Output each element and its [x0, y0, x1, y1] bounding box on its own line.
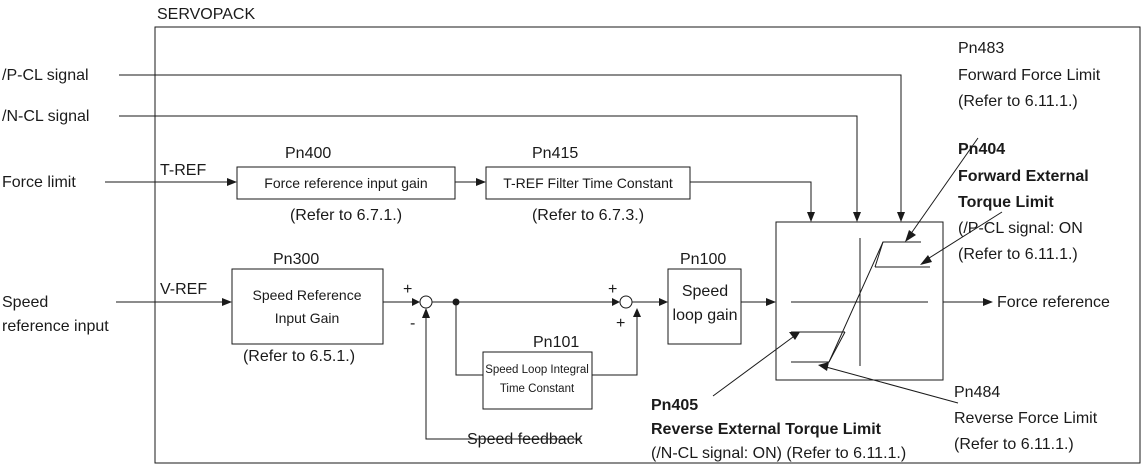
pn400-ref: (Refer to 6.7.1.) — [290, 207, 402, 224]
pn300-param: Pn300 — [273, 251, 319, 268]
pn101-line2: Time Constant — [500, 383, 575, 395]
pn100-block — [667, 268, 742, 345]
pn400-label: Force reference input gain — [264, 175, 427, 191]
pn400-param: Pn400 — [285, 145, 331, 162]
force-limit-arrowhead — [227, 178, 237, 186]
pn300-block — [231, 268, 384, 345]
speed-feedback-line — [425, 318, 581, 440]
ncl-signal-line — [119, 115, 858, 214]
limiter-link-upper — [874, 241, 884, 268]
speed-input-arrowhead — [222, 298, 232, 306]
sum1-plus: + — [403, 281, 412, 298]
pn483-line2: (Refer to 6.11.1.) — [958, 93, 1078, 110]
pn405-line1: Reverse External Torque Limit — [651, 421, 882, 438]
pn100-param: Pn100 — [680, 251, 726, 268]
pcl-signal-label: /P-CL signal — [2, 67, 89, 84]
pn101-param: Pn101 — [533, 334, 579, 351]
pn484-pointer-arrowhead — [818, 362, 829, 371]
pn405-line2: (/N-CL signal: ON) (Refer to 6.11.1.) — [651, 445, 906, 462]
pn101-block — [482, 351, 593, 410]
tref-label: T-REF — [160, 162, 206, 179]
sum2-plus-top: + — [608, 281, 617, 298]
pn483-line1: Forward Force Limit — [958, 67, 1101, 84]
pn484-line1: Reverse Force Limit — [954, 410, 1098, 427]
summing-junction-2 — [619, 295, 633, 309]
pn101-to-sum2-line — [592, 316, 638, 376]
pn483-param: Pn483 — [958, 40, 1004, 57]
pn404-pointer — [925, 211, 1003, 261]
pn300-ref: (Refer to 6.5.1.) — [243, 348, 355, 365]
pn484-param: Pn484 — [954, 384, 1000, 401]
pn300-line2: Input Gain — [275, 310, 340, 326]
pn100-line1: Speed — [682, 283, 728, 300]
limiter-characteristic-outer — [791, 241, 921, 363]
summing-junction-1 — [419, 295, 433, 309]
pn415-block — [485, 166, 691, 200]
integral-branch-line — [455, 302, 483, 376]
pn484-pointer — [825, 366, 959, 404]
sum2-arrowhead — [612, 298, 620, 306]
pn405-param: Pn405 — [651, 397, 698, 414]
pn483-pointer — [909, 137, 979, 236]
pn483-pointer-arrowhead — [905, 230, 916, 242]
servopack-frame — [154, 26, 1141, 464]
sum2-plus-bottom: + — [616, 315, 625, 332]
pn101-arrowhead — [633, 308, 641, 317]
pn100-line2: loop gain — [673, 307, 738, 324]
pn415-to-limiter-line — [690, 181, 812, 214]
limiter-link-lower — [828, 331, 846, 363]
sum1-arrowhead — [412, 298, 420, 306]
speed-label-line2: reference input — [2, 318, 109, 335]
force-limit-label: Force limit — [2, 174, 76, 191]
pn300-line1: Speed Reference — [253, 287, 362, 303]
pn400-block — [236, 166, 456, 200]
limiter-input-arrowhead — [766, 298, 776, 306]
pn415-param: Pn415 — [532, 145, 578, 162]
pcl-signal-line — [119, 74, 902, 214]
pn404-pointer-arrowhead — [920, 255, 932, 265]
speed-feedback-label: Speed feedback — [467, 431, 584, 448]
pn405-pointer — [712, 336, 794, 397]
vref-label: V-REF — [160, 281, 207, 298]
pn100-input-arrowhead — [659, 298, 668, 306]
pn404-line2: Torque Limit — [958, 194, 1054, 211]
pn405-pointer-arrowhead — [789, 332, 800, 340]
pn404-param: Pn404 — [958, 141, 1005, 158]
pn484-line2: (Refer to 6.11.1.) — [954, 436, 1074, 453]
pn404-line3: (/P-CL signal: ON — [958, 220, 1083, 237]
pn101-line1: Speed Loop Integral — [485, 364, 589, 376]
pn400-to-pn415-arrowhead — [476, 178, 486, 186]
output-arrowhead — [983, 298, 993, 306]
force-reference-label: Force reference — [997, 294, 1110, 311]
sum1-minus: - — [410, 315, 415, 332]
servopack-label: SERVOPACK — [157, 6, 255, 23]
ncl-arrowhead — [853, 212, 861, 222]
pn404-line4: (Refer to 6.11.1.) — [958, 246, 1078, 263]
pn415-label: T-REF Filter Time Constant — [503, 175, 673, 191]
ncl-signal-label: /N-CL signal — [2, 108, 89, 125]
feedback-arrowhead — [422, 308, 430, 318]
pn415-ref: (Refer to 6.7.3.) — [532, 207, 644, 224]
speed-label-line1: Speed — [2, 294, 48, 311]
pn404-line1: Forward External — [958, 168, 1089, 185]
pcl-arrowhead — [897, 212, 905, 222]
pn415-arrowhead — [807, 212, 815, 222]
